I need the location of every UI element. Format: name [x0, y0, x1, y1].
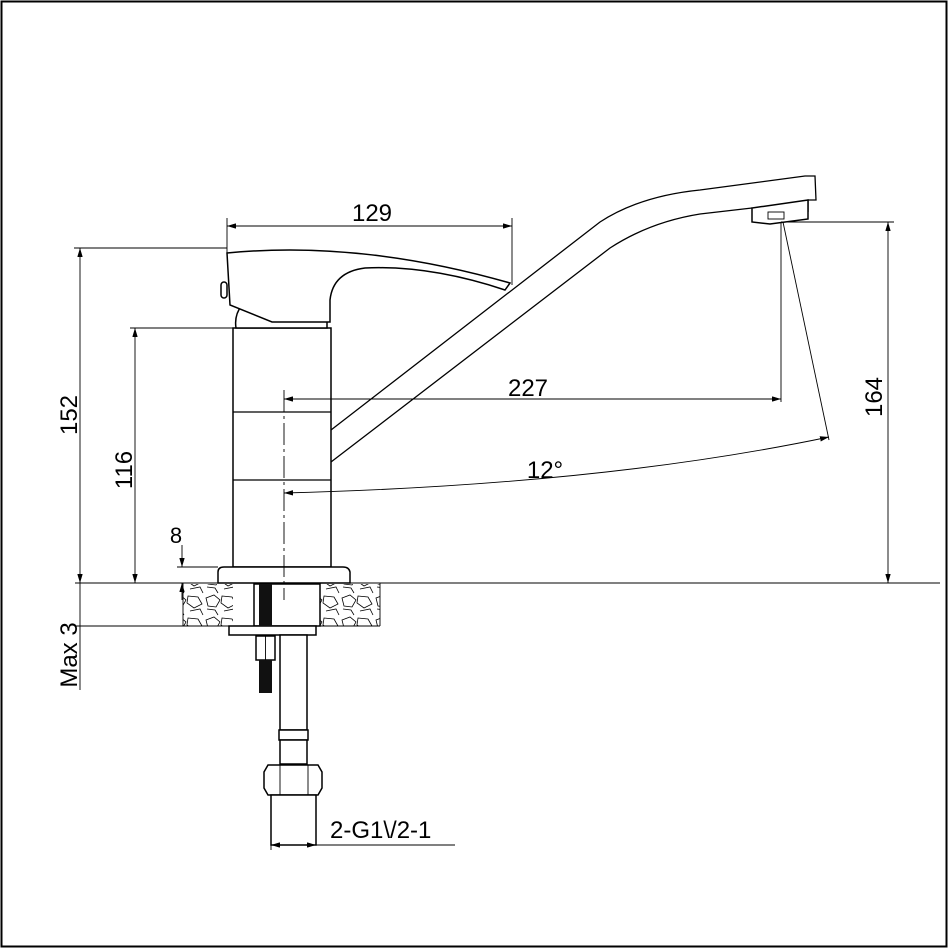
mounting-hardware: [228, 583, 323, 846]
dim-label-max3: Max 3: [56, 622, 83, 687]
lever-handle: [220, 249, 512, 329]
dim-swivel-angle: 12°: [283, 221, 830, 496]
handle-screw-icon: [220, 281, 228, 299]
dim-label-116: 116: [111, 451, 138, 489]
dim-base-height: 8: [170, 523, 218, 600]
dim-body-height: 116: [111, 327, 233, 583]
dim-label-connection: 2-G1\/2-1: [330, 817, 431, 844]
dim-label-227: 227: [508, 375, 548, 402]
dim-spout-height: 164: [781, 221, 894, 583]
faucet-body: [217, 327, 351, 584]
dim-label-129: 129: [352, 200, 392, 227]
spout: [330, 175, 817, 463]
dim-overall-height: 152: [56, 247, 227, 583]
dim-label-12deg: 12°: [527, 457, 563, 484]
dim-connection: 2-G1\/2-1: [270, 817, 455, 850]
dim-max-counter: Max 3: [56, 583, 83, 690]
dim-label-8: 8: [170, 523, 182, 548]
dim-label-152: 152: [56, 395, 83, 435]
dim-label-164: 164: [861, 377, 888, 417]
dim-spout-reach: 227: [284, 222, 782, 402]
dim-handle-length: 129: [226, 200, 513, 285]
